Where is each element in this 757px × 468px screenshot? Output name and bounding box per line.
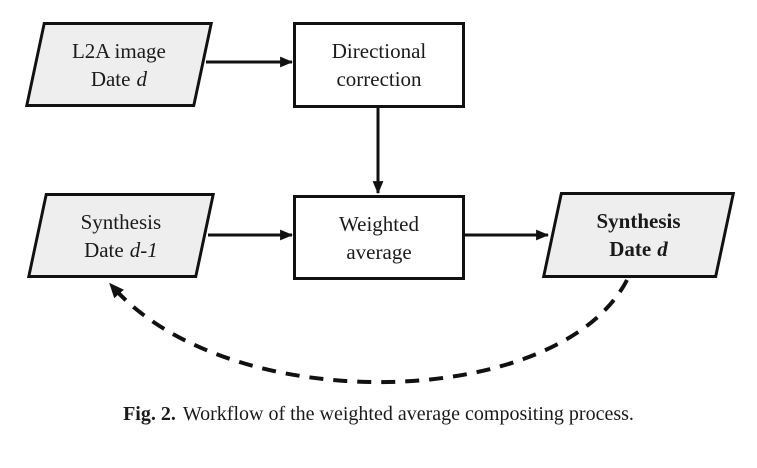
node-weighted-average: Weighted average xyxy=(293,195,465,280)
date-variable: d-1 xyxy=(129,237,158,262)
date-variable: d xyxy=(657,237,668,261)
node-directional-correction-line2: correction xyxy=(336,67,422,91)
figure-caption: Fig. 2. Workflow of the weighted average … xyxy=(0,401,757,427)
node-l2a-image-line1: L2A image xyxy=(72,38,166,63)
figure-caption-label: Fig. 2. xyxy=(123,403,176,425)
node-directional-correction-content: Directional correction xyxy=(296,37,462,93)
node-weighted-average-line2: average xyxy=(346,239,412,264)
date-variable: d xyxy=(136,66,148,91)
node-directional-correction-line1: Directional xyxy=(331,39,427,63)
node-synthesis-curr-line1: Synthesis xyxy=(596,209,681,233)
node-weighted-average-content: Weighted average xyxy=(296,210,462,266)
figure-caption-text: Workflow of the weighted average composi… xyxy=(182,403,634,425)
feedback-dashed-arrow xyxy=(109,279,629,384)
node-directional-correction: Directional correction xyxy=(293,22,465,108)
node-synthesis-prev-line1: Synthesis xyxy=(80,209,162,234)
node-weighted-average-line1: Weighted xyxy=(339,211,419,236)
